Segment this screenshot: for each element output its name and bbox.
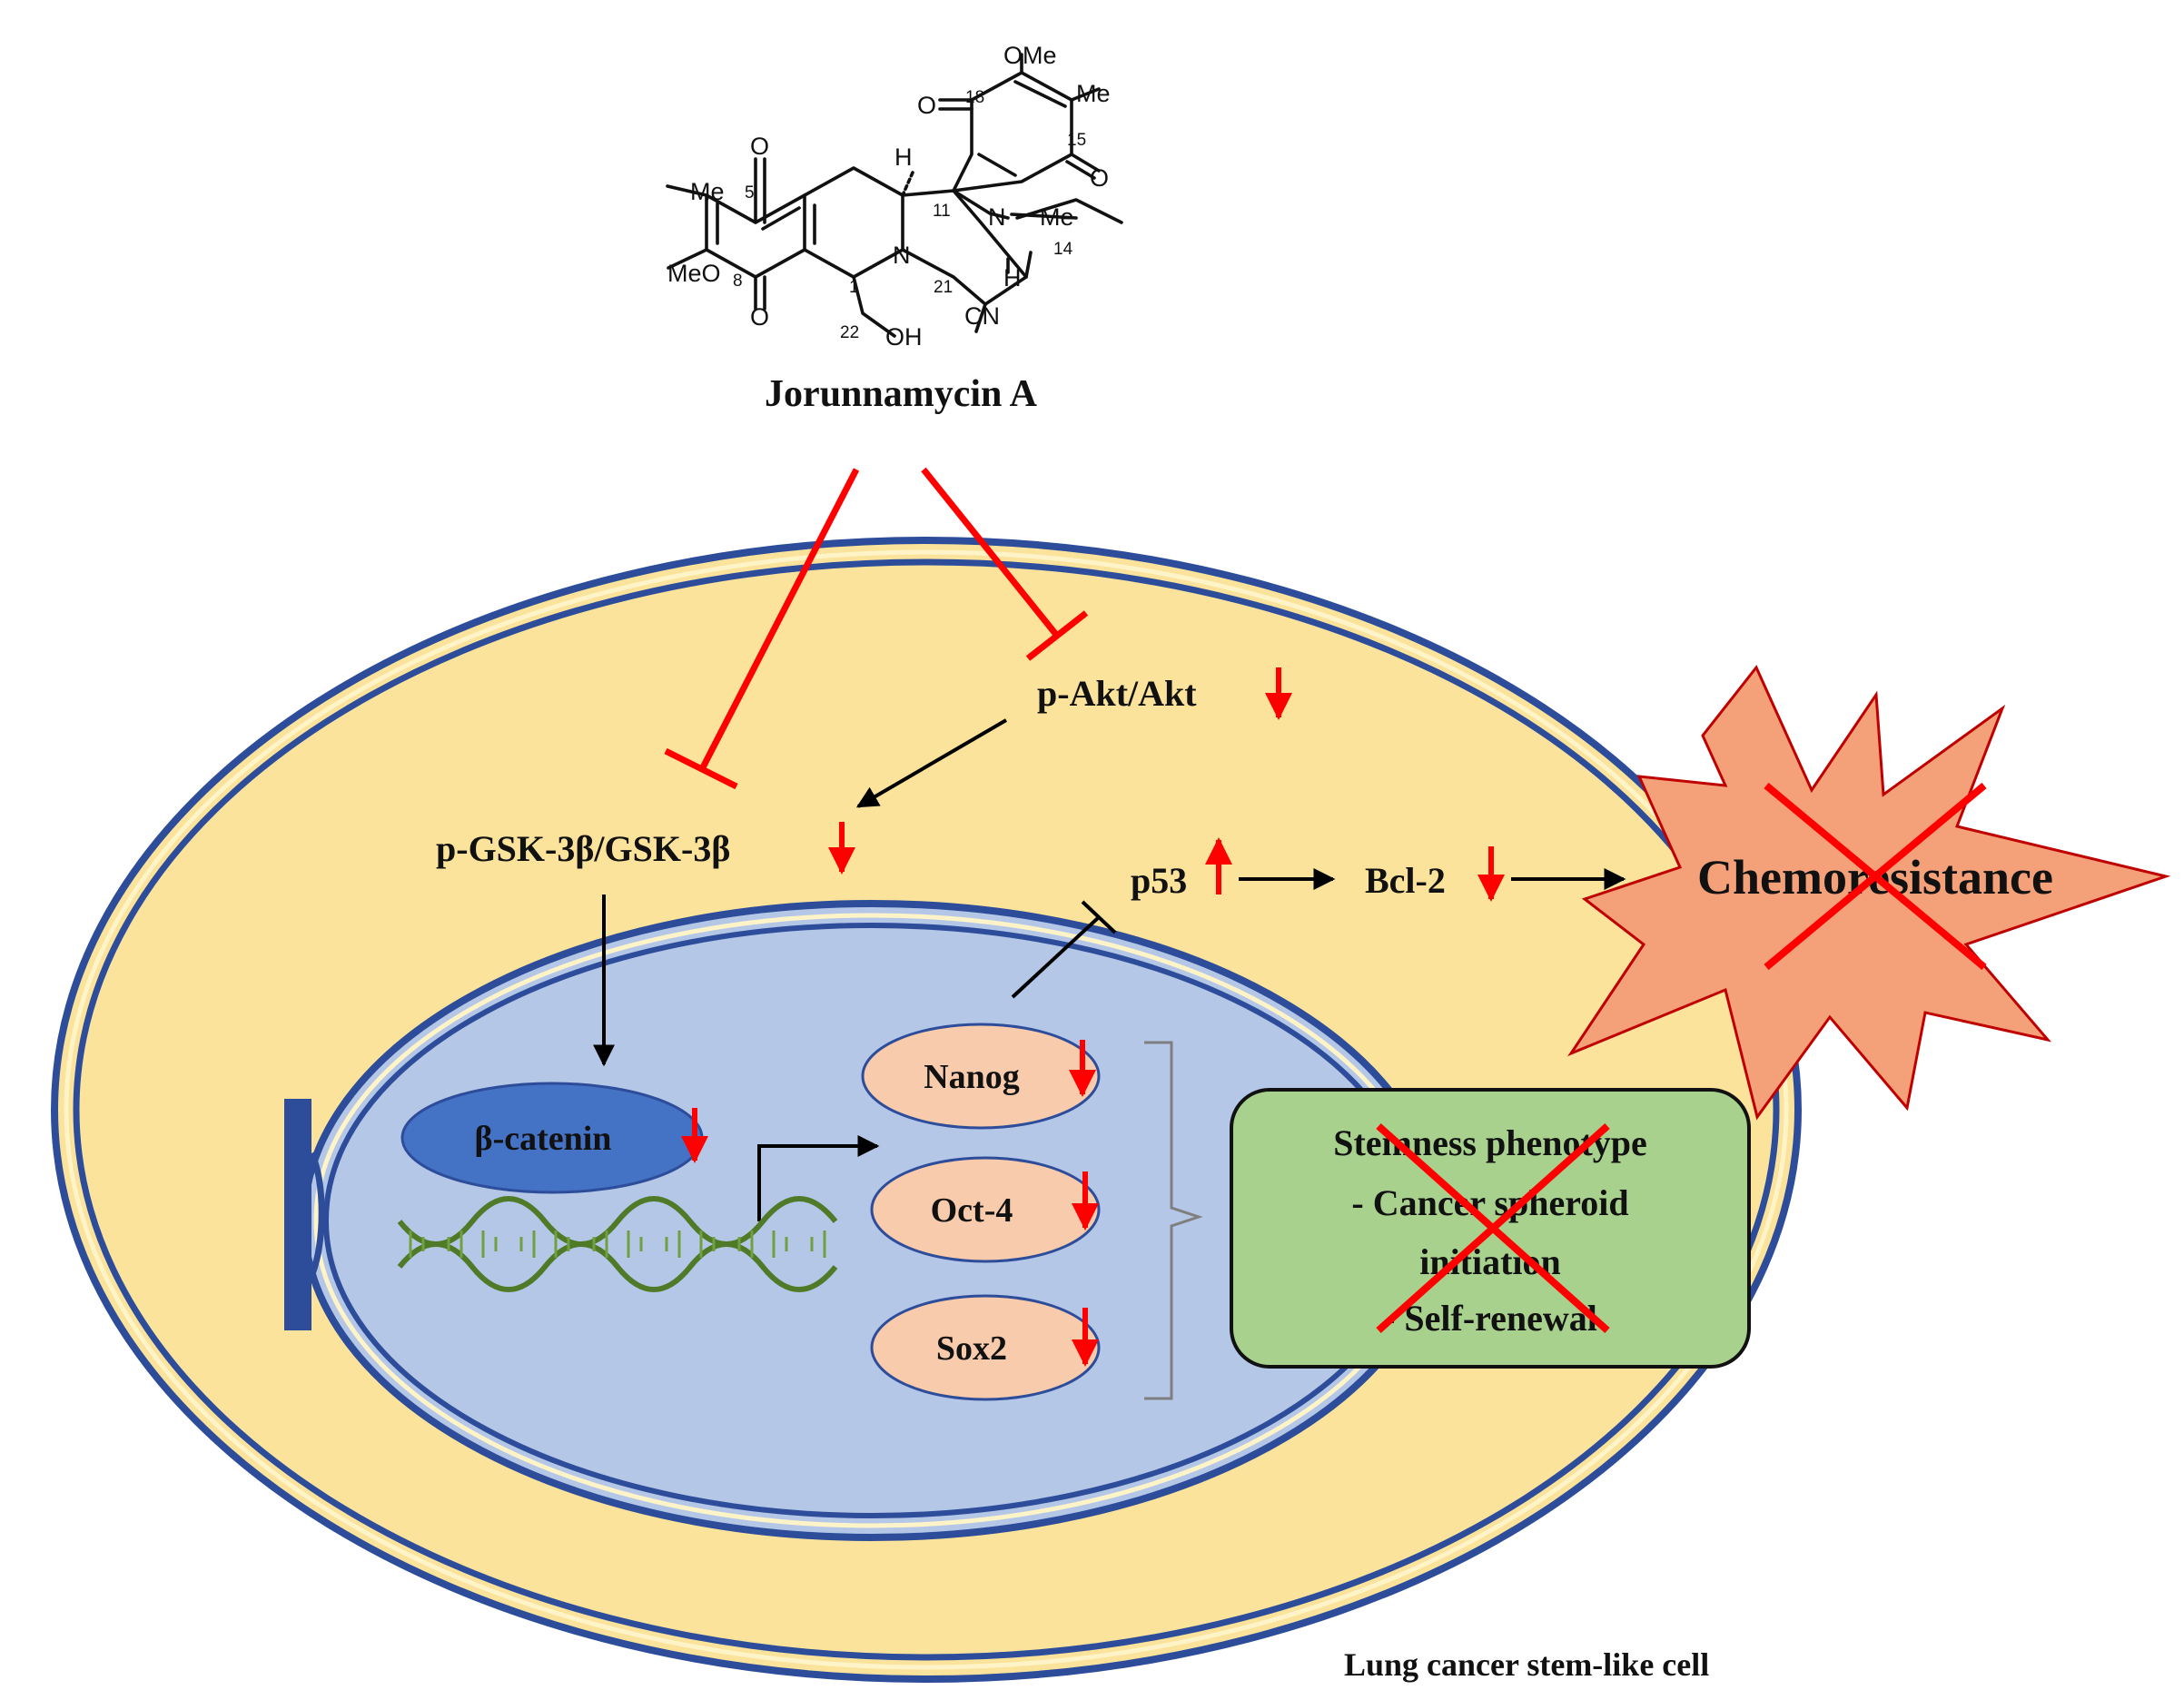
activation-arrows bbox=[593, 718, 1626, 1221]
sox2-label: Sox2 bbox=[936, 1329, 1007, 1368]
atom-ome-top: OMe bbox=[1003, 42, 1057, 69]
cell-membrane-highlight bbox=[64, 549, 1789, 1670]
atom-n-ring: N bbox=[893, 242, 911, 269]
stemness-phenotype-box: Stemness phenotype - Cancer spheroid ini… bbox=[1230, 1088, 1751, 1369]
oct4-label: Oct-4 bbox=[931, 1191, 1013, 1230]
atom-o8: O bbox=[750, 303, 769, 331]
inhibit-line-gsk bbox=[698, 468, 860, 771]
p53-label: p53 bbox=[1131, 860, 1187, 901]
inhibit-line-akt bbox=[921, 467, 1060, 638]
atom-n-bridge: N bbox=[988, 203, 1006, 231]
inhibit-nanog-to-p53 bbox=[1011, 900, 1117, 999]
beta-catenin: β-catenin bbox=[400, 1082, 708, 1194]
compound-name: Jorunnamycin A bbox=[765, 373, 1038, 415]
atom-me-left: Me bbox=[690, 178, 725, 205]
atom-num-11: 11 bbox=[933, 202, 951, 221]
atom-num-1: 1 bbox=[849, 278, 859, 297]
nanog-label: Nanog bbox=[924, 1058, 1020, 1096]
atom-num-5: 5 bbox=[745, 183, 755, 203]
inhibition-lines-red bbox=[664, 467, 1089, 790]
arrow-akt-to-gsk bbox=[855, 718, 1008, 808]
atom-num-8: 8 bbox=[733, 272, 743, 291]
burst-shape bbox=[1567, 665, 2171, 1121]
atom-o15: O bbox=[1090, 164, 1109, 192]
chemoresistance-burst: Chemoresistance bbox=[1567, 665, 2171, 1121]
atom-me-top: Me bbox=[1076, 80, 1111, 107]
nucleus bbox=[301, 900, 1443, 1541]
pgsk-label: p-GSK-3β/GSK-3β bbox=[436, 828, 730, 869]
atom-ome-left: MeO bbox=[667, 260, 721, 287]
stemness-line-4: - Self-renewal bbox=[1383, 1298, 1597, 1339]
atom-num-18: 18 bbox=[965, 88, 984, 107]
bcl2-label: Bcl-2 bbox=[1365, 860, 1446, 901]
atom-num-14: 14 bbox=[1053, 240, 1073, 259]
cross-out-icon bbox=[1376, 1123, 1610, 1333]
inhibit-bar-gsk bbox=[664, 747, 738, 790]
nanog-node: Nanog bbox=[861, 1023, 1101, 1130]
grouping-bracket bbox=[1144, 1041, 1203, 1400]
cell-inner-membrane bbox=[73, 558, 1780, 1661]
dna-helix-icon bbox=[397, 1196, 838, 1292]
oct4-node: Oct-4 bbox=[870, 1156, 1101, 1263]
atom-oh: OH bbox=[885, 323, 923, 351]
atom-o5: O bbox=[750, 133, 769, 160]
jorunnamycin-a-structure bbox=[666, 53, 1123, 338]
pakt-label: p-Akt/Akt bbox=[1037, 673, 1197, 714]
atom-h-top: H bbox=[894, 143, 913, 171]
atom-num-15: 15 bbox=[1067, 131, 1086, 150]
inhibit-bar-akt bbox=[1025, 610, 1089, 661]
atom-cn: CN bbox=[964, 302, 1000, 330]
beta-catenin-label: β-catenin bbox=[475, 1120, 612, 1158]
arrow-transcription bbox=[757, 1135, 880, 1221]
cell-label: Lung cancer stem-like cell bbox=[1344, 1646, 1709, 1683]
atom-o18: O bbox=[917, 92, 936, 119]
nuclear-pore-icon bbox=[284, 1099, 325, 1330]
stemness-line-2: - Cancer spheroid bbox=[1351, 1182, 1628, 1223]
atom-num-21: 21 bbox=[934, 278, 953, 297]
atom-me-n: Me bbox=[1040, 203, 1074, 231]
sox2-node: Sox2 bbox=[870, 1294, 1101, 1401]
jorunnamycin-a-atoms: OMe Me O 18 15 O O Me 5 H 11 N Me 14 MeO… bbox=[667, 42, 1111, 351]
atom-num-22: 22 bbox=[840, 323, 859, 342]
atom-h-bot: H bbox=[1003, 264, 1022, 292]
